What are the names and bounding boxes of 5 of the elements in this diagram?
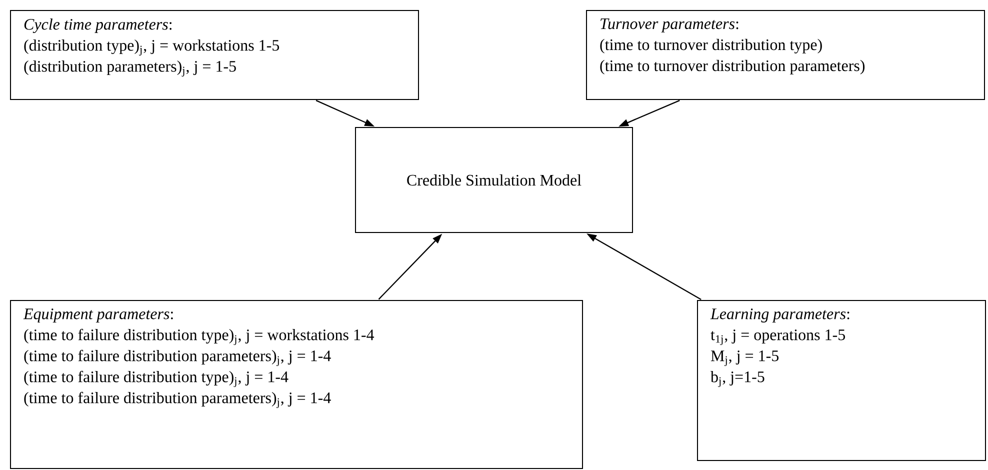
parameter-box: Learning parameters: t$_{1j}$, j = operations 1-5 M$_{j}$, j = 1-5 b$_{j}$, j=1-5 bbox=[697, 300, 986, 461]
parameter-box: Cycle time parameters: (distribution type)$_{j}$, j = workstations 1-5 (distribution parameters)$_{j}$, j = 1-5 bbox=[10, 10, 419, 100]
model-box: Credible Simulation Model bbox=[355, 127, 633, 233]
parameter-box: Turnover parameters: (time to turnover distribution type) (time to turnover distribution parameters) bbox=[586, 10, 985, 100]
parameter-box: Equipment parameters: (time to failure distribution type)$_{j}$, j = workstations 1-4 (time to failure distribution parameters)$_{j}$, j = 1-4 (time to failure distribution type)$_{j}$, j = 1-4 (time to failure distribution parameters)$_{j}$, j = 1-4 bbox=[10, 300, 583, 469]
